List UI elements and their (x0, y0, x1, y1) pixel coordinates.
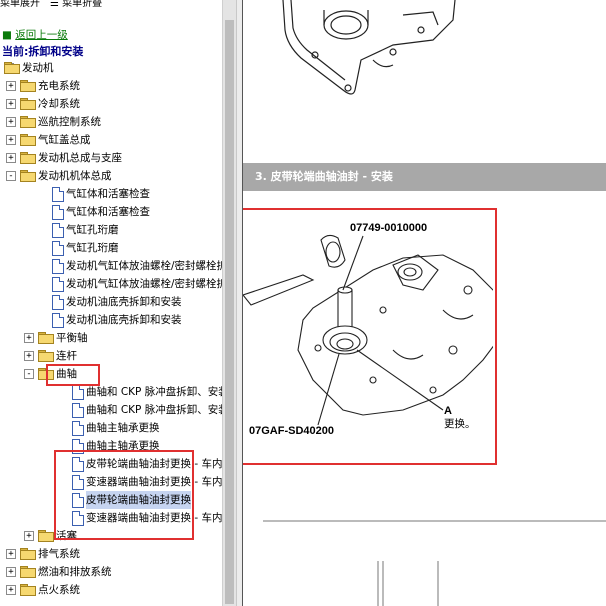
tree-item-label: 排气系统 (38, 548, 80, 560)
expand-icon[interactable]: + (6, 99, 16, 109)
folder-icon (20, 566, 36, 578)
folder-icon (38, 530, 54, 542)
expand-icon[interactable]: + (6, 585, 16, 595)
folder-icon (20, 548, 36, 560)
tree-item-label: 发动机总成与支座 (38, 152, 122, 164)
scrollbar-thumb[interactable] (225, 20, 234, 604)
back-bullet-icon: ■ (2, 29, 12, 41)
folder-icon (20, 116, 36, 128)
callout-text: 更换。 (444, 418, 476, 430)
content-pane: 3. 皮带轮端曲轴油封 - 安装 07749-0010000 07GA (243, 0, 606, 606)
document-icon (52, 187, 64, 202)
expand-icon[interactable]: + (6, 567, 16, 577)
highlight-box-oil-seal-items (54, 450, 194, 540)
content-border (242, 0, 243, 606)
document-icon (72, 457, 84, 472)
expand-icon[interactable]: + (6, 153, 16, 163)
expand-icon[interactable]: + (6, 549, 16, 559)
current-location: 当前:拆卸和安装 (2, 45, 84, 58)
tree-item-label: 气缸孔珩磨 (66, 224, 119, 236)
tree-item-label: 曲轴主轴承更换 (86, 440, 160, 452)
tree-item-label: 充电系统 (38, 80, 80, 92)
vertical-scrollbar[interactable] (222, 0, 237, 606)
document-icon (72, 475, 84, 490)
navigation-tree-panel: 菜单展开 ☰ 菜单折叠 ■ 返回上一级 当前:拆卸和安装 - 发动机 + 充电系统 + 冷… (0, 0, 222, 606)
tree-item-label: 燃油和排放系统 (38, 566, 112, 578)
folder-icon (20, 584, 36, 596)
tree-item-label: 平衡轴 (56, 332, 88, 344)
tree-item-label: 发动机气缸体放油螺栓/密封螺栓拆 (66, 278, 222, 290)
section-header: 3. 皮带轮端曲轴油封 - 安装 (243, 163, 606, 191)
tree-item-label: 发动机气缸体放油螺栓/密封螺栓拆 (66, 260, 222, 272)
document-icon (72, 385, 84, 400)
pane-splitter[interactable] (236, 0, 243, 606)
document-icon (52, 205, 64, 220)
folder-icon (20, 152, 36, 164)
tool-number-bottom: 07GAF-SD40200 (249, 425, 334, 437)
expand-icon[interactable]: + (6, 81, 16, 91)
document-icon (52, 313, 64, 328)
folder-icon (20, 134, 36, 146)
expand-icon[interactable]: + (24, 531, 34, 541)
timing-cover-illustration-top (282, 0, 456, 95)
document-icon (52, 277, 64, 292)
tree-item-label: 巡航控制系统 (38, 116, 101, 128)
document-icon (72, 421, 84, 436)
back-link-label: 返回上一级 (15, 29, 68, 41)
tree-item-label: 气缸体和活塞检查 (66, 206, 150, 218)
highlight-box-crankshaft (46, 364, 100, 386)
folder-icon (20, 170, 36, 182)
tree-item-label: 发动机机体总成 (38, 170, 112, 182)
tree-item-label: 皮带轮端曲轴油封更换 (86, 491, 191, 509)
tree-item-label: 气缸孔珩磨 (66, 242, 119, 254)
tool-number-top: 07749-0010000 (350, 222, 428, 234)
tree-item-label: 曲轴和 CKP 脉冲盘拆卸、安装 (86, 386, 222, 398)
next-step-illustration (263, 520, 606, 606)
document-icon (52, 241, 64, 256)
tree-item-label: 变速器端曲轴油封更换 - 车内 (86, 476, 222, 488)
tree-item-label: 发动机油底壳拆卸和安装 (66, 314, 182, 326)
collapse-icon[interactable]: - (24, 369, 34, 379)
tree-item-label: 皮带轮端曲轴油封更换 - 车内 (86, 458, 222, 470)
collapse-icon[interactable]: - (6, 171, 16, 181)
tree-item-label: 气缸盖总成 (38, 134, 91, 146)
folder-icon (20, 98, 36, 110)
folder-icon (4, 62, 20, 74)
tree-item-label: 变速器端曲轴油封更换 - 车内 (86, 512, 222, 524)
tree-item-label: 点火系统 (38, 584, 80, 596)
tree-item-label: 发动机油底壳拆卸和安装 (66, 296, 182, 308)
document-icon (72, 511, 84, 526)
highlight-box-diagram (243, 208, 497, 465)
tree-item-label: 曲轴主轴承更换 (86, 422, 160, 434)
document-icon (72, 403, 84, 418)
folder-icon (38, 350, 54, 362)
tree-item-label: 气缸体和活塞检查 (66, 188, 150, 200)
tree-item-label: 连杆 (56, 350, 77, 362)
expand-icon[interactable]: + (6, 135, 16, 145)
expand-icon[interactable]: + (24, 351, 34, 361)
tree-item-label: 发动机 (22, 62, 54, 74)
folder-icon (38, 332, 54, 344)
tree-item-label: 曲轴 (56, 368, 77, 380)
seal-installation-diagram (243, 234, 493, 426)
expand-icon[interactable]: + (6, 117, 16, 127)
tree-item-label: 曲轴和 CKP 脉冲盘拆卸、安装 (86, 404, 222, 416)
document-icon (52, 259, 64, 274)
document-icon (52, 223, 64, 238)
expand-icon[interactable]: + (24, 333, 34, 343)
menu-toggle-bar[interactable]: 菜单展开 ☰ 菜单折叠 (0, 0, 103, 9)
document-icon (52, 295, 64, 310)
back-link[interactable]: ■ 返回上一级 (2, 27, 68, 42)
document-icon (72, 493, 84, 508)
folder-icon (20, 80, 36, 92)
tree-item-label: 冷却系统 (38, 98, 80, 110)
callout-letter: A (444, 405, 452, 417)
